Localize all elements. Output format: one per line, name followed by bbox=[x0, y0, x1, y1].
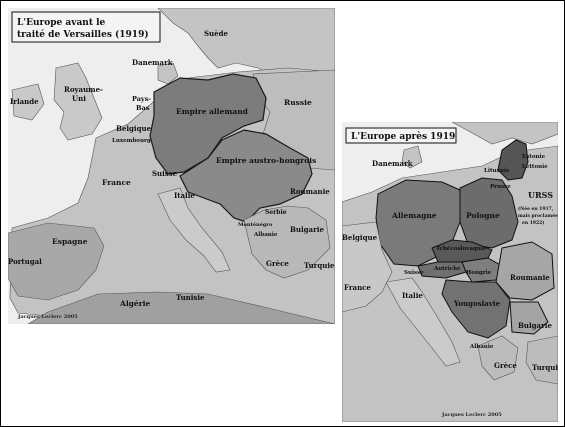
iberia-land bbox=[8, 222, 105, 301]
denmark-land bbox=[157, 62, 179, 85]
label-france: France bbox=[102, 178, 131, 187]
greece-land bbox=[477, 335, 519, 381]
ireland-land bbox=[11, 83, 45, 121]
label-urss-note-2: mais proclamée bbox=[518, 212, 558, 219]
yugoslavia-region bbox=[441, 279, 511, 339]
label-bulgarie: Bulgarie bbox=[518, 321, 552, 330]
britain-land bbox=[53, 62, 103, 141]
label-yougoslavie: Yougoslavie bbox=[453, 299, 501, 308]
label-france: France bbox=[344, 283, 371, 292]
label-belgique: Belgique bbox=[116, 124, 152, 133]
label-russie: Russie bbox=[284, 98, 312, 107]
label-empire-austro-hongrois: Empire austro-hongrois bbox=[216, 156, 316, 165]
map1-title-line2: traité de Versailles (1919) bbox=[17, 29, 149, 40]
label-lettonie: Lettonie bbox=[522, 164, 548, 170]
label-espagne: Espagne bbox=[52, 237, 88, 246]
bulgaria-region bbox=[509, 301, 549, 335]
italy-land bbox=[157, 187, 231, 273]
baltic-states-region bbox=[497, 139, 529, 181]
label-serbie: Serbie bbox=[265, 209, 287, 216]
map2-credit: Jacques Leclerc 2005 bbox=[441, 412, 502, 418]
label-bulgarie: Bulgarie bbox=[290, 225, 324, 234]
label-algerie: Algérie bbox=[119, 299, 150, 308]
label-turquie: Turquie bbox=[532, 363, 558, 372]
label-estonie: Estonie bbox=[522, 154, 546, 160]
label-hongrie: Hongrie bbox=[466, 270, 492, 276]
denmark-land bbox=[401, 145, 423, 169]
map1-title-box bbox=[11, 11, 161, 43]
label-italie: Italie bbox=[174, 191, 195, 200]
map1-title-line1: L'Europe avant le bbox=[17, 18, 106, 28]
label-turquie: Turquie bbox=[304, 261, 335, 270]
label-suisse: Suisse bbox=[404, 270, 424, 276]
label-allemagne: Allemagne bbox=[391, 211, 437, 220]
map-europe-before-1919: L'Europe avant le traité de Versailles (… bbox=[8, 8, 335, 324]
map-europe-after-1919: L'Europe après 1919 Danemark Lituanie Es… bbox=[342, 122, 558, 422]
label-pays-bas-1: Pays- bbox=[132, 95, 151, 103]
map2-title-box bbox=[345, 127, 457, 144]
label-urss: URSS bbox=[528, 190, 553, 200]
label-tunisie: Tunisie bbox=[176, 293, 205, 302]
label-prusse: Prusse bbox=[490, 184, 511, 190]
label-montenegro: Monténégro bbox=[238, 221, 273, 228]
label-suisse: Suisse bbox=[152, 169, 178, 178]
map1-credit: Jacques Leclerc 2005 bbox=[17, 314, 78, 320]
label-tchecoslovaquie: Tchécoslovaquie bbox=[436, 245, 487, 252]
austro-hungarian-empire-region bbox=[179, 129, 313, 223]
label-danemark: Danemark bbox=[372, 159, 413, 168]
label-suede: Suède bbox=[204, 29, 228, 38]
label-belgique: Belgique bbox=[342, 233, 378, 242]
map2-title: L'Europe après 1919 bbox=[351, 131, 455, 142]
label-irlande: Irlande bbox=[10, 97, 39, 106]
label-roumanie: Roumanie bbox=[290, 187, 330, 196]
label-urss-note-3: en 1922) bbox=[522, 219, 544, 226]
label-royaume-uni-2: Uni bbox=[72, 94, 86, 103]
romania-region bbox=[495, 241, 555, 301]
label-italie: Italie bbox=[402, 291, 423, 300]
balkans-land bbox=[243, 205, 331, 279]
label-luxembourg: Luxembourg bbox=[112, 138, 151, 144]
poland-region bbox=[459, 177, 519, 249]
label-autriche: Autriche bbox=[433, 266, 461, 272]
label-lituanie: Lituanie bbox=[484, 168, 510, 174]
label-roumanie: Roumanie bbox=[510, 273, 550, 282]
scandinavia-land bbox=[451, 122, 558, 145]
german-empire-region bbox=[149, 73, 267, 175]
label-royaume-uni-1: Royaume- bbox=[64, 85, 103, 94]
label-empire-allemand: Empire allemand bbox=[176, 107, 249, 116]
north-africa-land bbox=[27, 291, 335, 324]
label-urss-note-1: (Née en 1917, bbox=[518, 205, 554, 212]
italy-land bbox=[385, 277, 461, 367]
label-pays-bas-2: Bas bbox=[136, 104, 150, 112]
label-grece: Grèce bbox=[266, 259, 289, 268]
france-land bbox=[342, 221, 393, 313]
label-pologne: Pologne bbox=[466, 211, 500, 220]
label-danemark: Danemark bbox=[132, 58, 173, 67]
label-albanie: Albanie bbox=[469, 344, 494, 350]
label-grece: Grèce bbox=[494, 361, 517, 370]
label-portugal: Portugal bbox=[8, 257, 42, 266]
turkey-land bbox=[525, 335, 558, 385]
label-albanie: Albanie bbox=[253, 232, 278, 238]
